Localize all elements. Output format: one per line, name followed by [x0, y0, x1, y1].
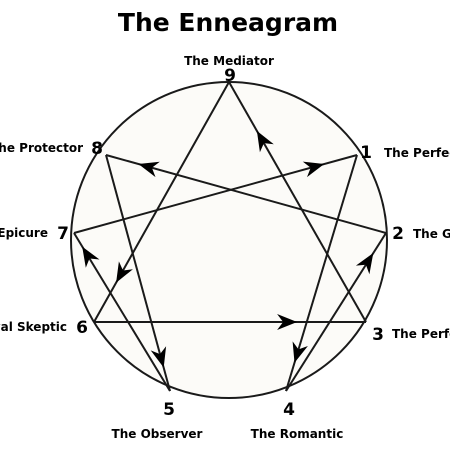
point-6-label: The Loyal Skeptic: [0, 320, 67, 334]
point-5-label: The Observer: [112, 427, 203, 441]
point-1-number: 1: [360, 143, 372, 163]
connection-2-8: [105, 154, 387, 234]
point-4-number: 4: [283, 400, 295, 420]
arrowheads: [82, 130, 374, 368]
arrow-2-8: [138, 161, 160, 178]
point-2-number: 2: [392, 224, 404, 244]
point-7-label: The Epicure: [0, 226, 48, 240]
connection-9-3: [228, 81, 367, 323]
connection-5-7: [73, 232, 171, 392]
point-9-label: The Mediator: [184, 54, 274, 68]
point-5-number: 5: [163, 400, 175, 420]
point-9-number: 9: [224, 66, 236, 86]
connection-8-5: [105, 154, 171, 392]
point-4-label: The Romantic: [251, 427, 344, 441]
point-2-label: The Giver: [413, 227, 450, 241]
arrow-8-5: [150, 346, 167, 368]
arrow-5-7: [82, 246, 100, 268]
point-3-number: 3: [372, 325, 384, 345]
point-8-number: 8: [91, 139, 103, 159]
arrow-9-3: [256, 130, 274, 153]
arrow-7-1: [302, 161, 325, 178]
enneagram-circle: [70, 81, 388, 399]
point-6-number: 6: [76, 318, 88, 338]
point-3-label: The Performer: [392, 327, 450, 341]
point-8-label: The Protector: [0, 141, 83, 155]
page-title: The Enneagram: [118, 8, 338, 37]
arrow-1-4: [292, 341, 308, 363]
point-1-label: The Perfectionist: [384, 146, 450, 160]
connection-7-1: [73, 154, 358, 234]
point-7-number: 7: [57, 224, 69, 244]
arrow-4-2: [355, 253, 374, 275]
arrow-6-9: [116, 261, 133, 283]
arrow-3-6: [277, 314, 298, 330]
